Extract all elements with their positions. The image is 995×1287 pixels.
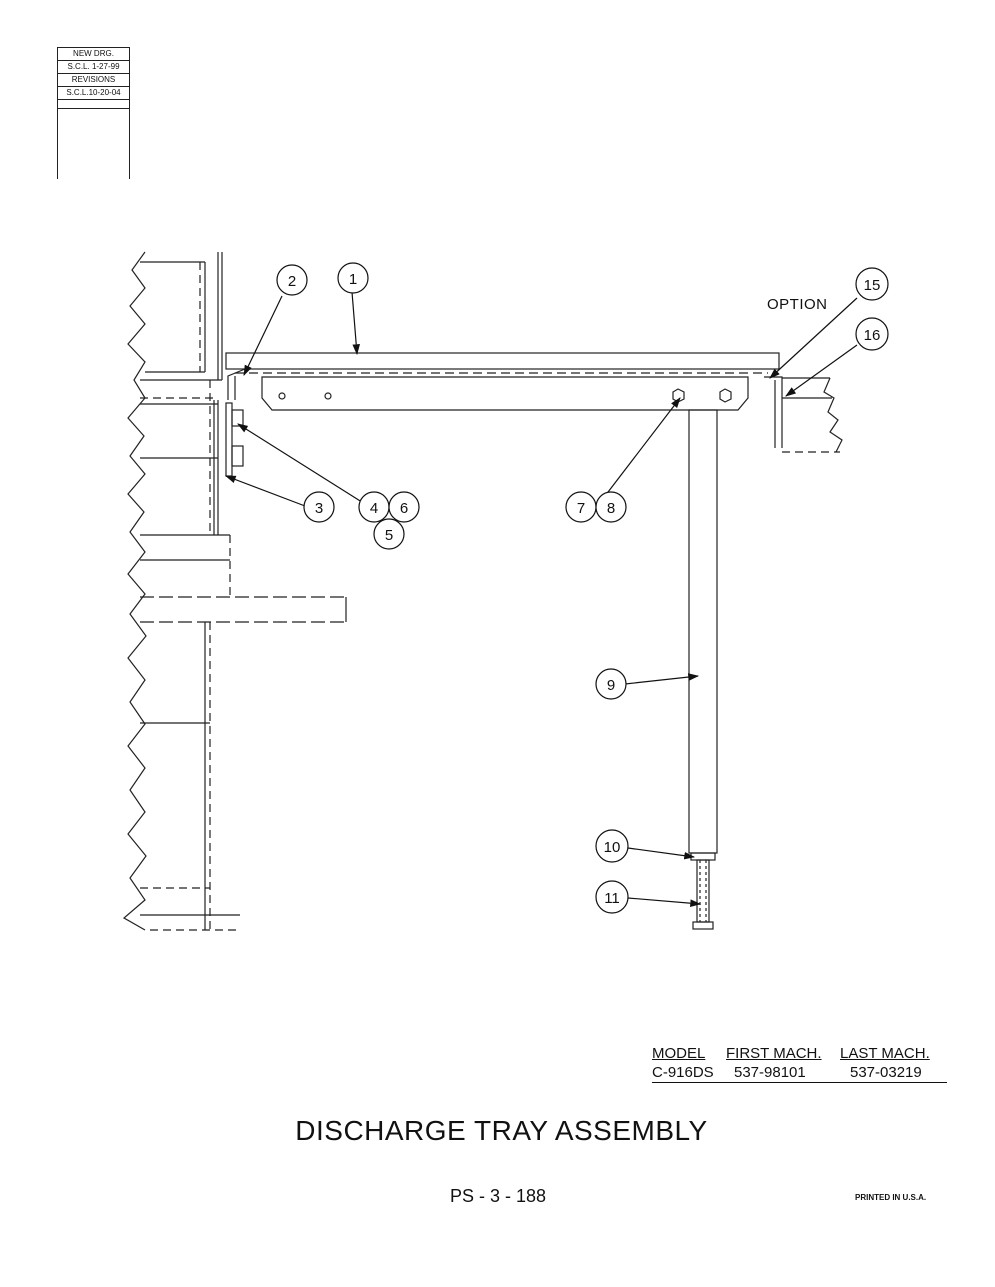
callout-10: 10 (604, 839, 621, 856)
callout-9: 9 (607, 677, 615, 694)
callout-2: 2 (288, 273, 296, 290)
callout-3: 3 (315, 500, 323, 517)
callout-8: 8 (607, 500, 615, 517)
model-table-row: C-916DS 537-98101 537-03219 (652, 1064, 947, 1083)
leader-4 (237, 423, 366, 505)
callout-5: 5 (385, 527, 393, 544)
model-value: C-916DS (652, 1064, 714, 1081)
revision-block: NEW DRG. S.C.L. 1-27-99 REVISIONS S.C.L.… (57, 47, 130, 179)
leader-10 (627, 847, 696, 860)
leader-1 (351, 291, 360, 356)
option-label: OPTION (767, 296, 828, 313)
callout-16-balloon (855, 317, 889, 351)
callout-1: 1 (349, 271, 357, 288)
callout-16: 16 (864, 327, 881, 344)
page-number: PS - 3 - 188 (450, 1186, 547, 1206)
callout-8-balloon (595, 491, 627, 523)
callout-5-balloon (373, 518, 405, 550)
new-drawing-date: S.C.L. 1-27-99 (58, 61, 129, 74)
page-title: DISCHARGE TRAY ASSEMBLY (295, 1115, 708, 1146)
callout-11-balloon (595, 880, 629, 914)
first-mach-value: 537-98101 (734, 1064, 806, 1081)
callout-7: 7 (577, 500, 585, 517)
first-mach-header: FIRST MACH. (726, 1045, 822, 1062)
callout-6: 6 (400, 500, 408, 517)
leader-15 (769, 297, 858, 379)
model-table: MODEL FIRST MACH. LAST MACH. C-916DS 537… (652, 1045, 947, 1083)
printed-in-usa: PRINTED IN U.S.A. (855, 1193, 927, 1202)
callout-15-balloon (855, 267, 889, 301)
leader-7 (604, 397, 681, 497)
wall-break-line (122, 251, 147, 931)
callout-15: 15 (864, 277, 881, 294)
callout-3-balloon (303, 491, 335, 523)
last-mach-value: 537-03219 (850, 1064, 922, 1081)
leader-9 (624, 673, 700, 685)
revision-date: S.C.L.10-20-04 (58, 87, 129, 100)
leader-16 (785, 344, 858, 397)
callout-2-balloon (276, 264, 308, 296)
new-drawing-label: NEW DRG. (58, 48, 129, 61)
callout-9-balloon (595, 668, 627, 700)
revisions-label: REVISIONS (58, 74, 129, 87)
model-header: MODEL (652, 1045, 706, 1062)
revision-empty-row (58, 100, 129, 109)
callout-4: 4 (370, 500, 378, 517)
callout-1-balloon (337, 262, 369, 294)
model-table-header: MODEL FIRST MACH. LAST MACH. (652, 1045, 947, 1062)
leader-11 (627, 897, 702, 907)
last-mach-header: LAST MACH. (840, 1045, 930, 1062)
callout-10-balloon (595, 829, 629, 863)
callout-11: 11 (604, 890, 620, 907)
leader-2 (243, 295, 283, 376)
leader-3 (224, 475, 306, 507)
callout-6-balloon (388, 491, 420, 523)
